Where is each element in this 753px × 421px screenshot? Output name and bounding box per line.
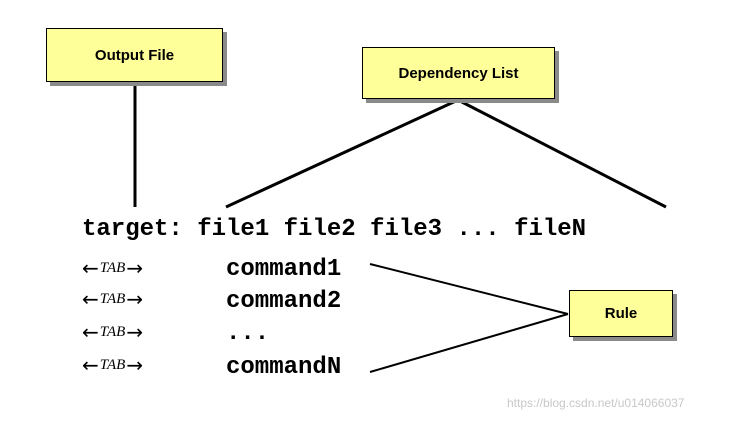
command-line-2: command2 <box>226 288 342 315</box>
dependency-connector-right <box>457 98 667 209</box>
tab-word: TAB <box>99 290 126 307</box>
right-arrow-icon: → <box>126 287 144 311</box>
tab-marker: ←TAB→ <box>82 289 143 309</box>
left-arrow-icon: ← <box>82 256 99 280</box>
dependency-connector-left <box>225 98 459 209</box>
target-line: target: file1 file2 file3 ... fileN <box>82 216 587 243</box>
tab-word: TAB <box>99 323 126 340</box>
right-arrow-icon: → <box>126 320 144 344</box>
right-arrow-icon: → <box>126 256 144 280</box>
left-arrow-icon: ← <box>82 353 99 377</box>
tab-marker: ←TAB→ <box>82 355 143 375</box>
watermark: https://blog.csdn.net/u014066037 <box>507 396 685 410</box>
tab-marker: ←TAB→ <box>82 322 143 342</box>
rule-connector-top <box>369 263 569 315</box>
command-line-n: commandN <box>226 354 342 381</box>
left-arrow-icon: ← <box>82 287 99 311</box>
dependency-list-label: Dependency List <box>362 47 555 99</box>
left-arrow-icon: ← <box>82 320 99 344</box>
rule-connector-bottom <box>369 313 569 373</box>
tab-word: TAB <box>99 356 126 373</box>
command-line-ellipsis: ... <box>226 320 270 347</box>
right-arrow-icon: → <box>126 353 144 377</box>
tab-marker: ←TAB→ <box>82 258 143 278</box>
tab-word: TAB <box>99 259 126 276</box>
rule-label: Rule <box>569 290 673 337</box>
output-file-label: Output File <box>46 28 223 82</box>
command-line-1: command1 <box>226 256 342 283</box>
